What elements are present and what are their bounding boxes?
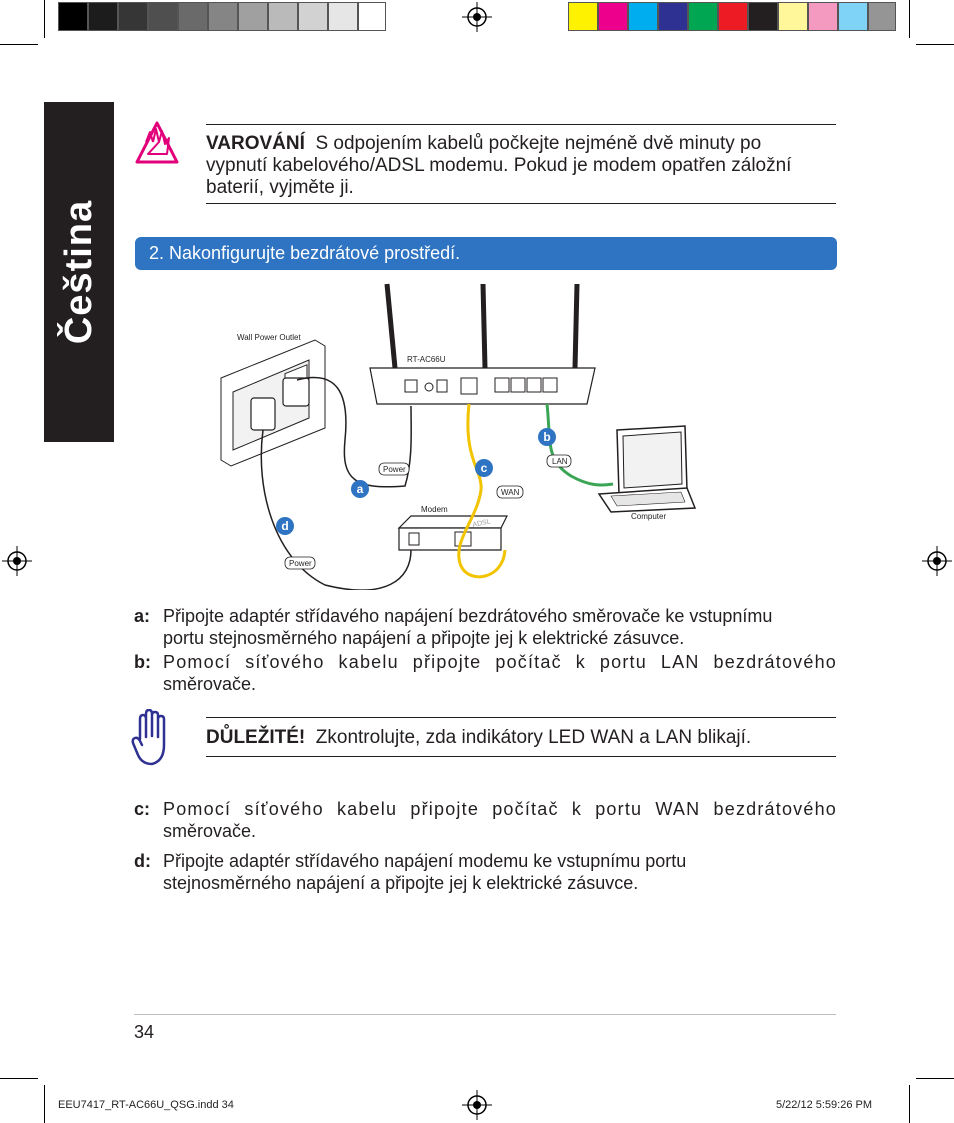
important-bottom-rule bbox=[206, 756, 836, 757]
footer-rule bbox=[134, 1014, 836, 1015]
connection-diagram: Wall Power Outlet RT-AC66U Computer Mode… bbox=[220, 283, 697, 590]
warning-icon bbox=[135, 121, 179, 164]
warning-line-2: vypnutí kabelového/ADSL modemu. Pokud je… bbox=[206, 155, 792, 176]
svg-text:b: b bbox=[543, 430, 550, 444]
item-d-text: Připojte adaptér střídavého napájení mod… bbox=[163, 851, 687, 893]
important-top-rule bbox=[206, 717, 836, 718]
registration-mark-icon bbox=[2, 546, 32, 576]
footer-file: EEU7417_RT-AC66U_QSG.indd 34 bbox=[58, 1099, 234, 1111]
item-c-text: Pomocí síťového kabelu připojte počítač … bbox=[163, 799, 837, 841]
registration-mark-icon bbox=[462, 1090, 492, 1120]
crop-mark bbox=[44, 0, 45, 38]
svg-text:c: c bbox=[481, 461, 488, 475]
marker-a: a bbox=[351, 480, 369, 498]
router-adapter bbox=[282, 377, 310, 407]
important-text: DŮLEŽITÉ! Zkontrolujte, zda indikátory L… bbox=[206, 727, 836, 749]
computer-label: Computer bbox=[631, 512, 666, 521]
wan-label: WAN bbox=[501, 488, 520, 497]
modem-power-cable bbox=[260, 429, 412, 590]
important-title: DŮLEŽITÉ! bbox=[206, 727, 306, 748]
page-number: 34 bbox=[134, 1022, 155, 1042]
router-label: RT-AC66U bbox=[407, 355, 446, 364]
registration-mark-icon bbox=[462, 2, 492, 32]
hand-icon bbox=[131, 709, 166, 766]
modem bbox=[397, 515, 508, 551]
item-c-letter: c: bbox=[134, 799, 151, 819]
modem-label: Modem bbox=[421, 505, 448, 514]
crop-mark bbox=[909, 0, 910, 38]
adsl-label: ADSL bbox=[472, 518, 491, 529]
crop-mark bbox=[916, 1078, 954, 1079]
important-body: Zkontrolujte, zda indikátory LED WAN a L… bbox=[315, 727, 752, 748]
crop-mark bbox=[916, 44, 954, 45]
svg-text:a: a bbox=[357, 482, 364, 496]
language-tab-label: Čeština bbox=[58, 199, 100, 345]
lan-cable bbox=[545, 403, 614, 487]
crop-mark bbox=[0, 44, 38, 45]
wan-cable bbox=[457, 403, 507, 579]
modem-adapter bbox=[250, 397, 276, 431]
item-b-text: Pomocí síťového kabelu připojte počítač … bbox=[163, 652, 837, 694]
marker-d: d bbox=[276, 517, 294, 535]
power-label-a: Power bbox=[383, 465, 406, 474]
crop-mark bbox=[0, 1078, 38, 1079]
step-heading: 2. Nakonfigurujte bezdrátové prostředí. bbox=[135, 237, 837, 270]
crop-mark bbox=[909, 1085, 910, 1123]
warning-line-1: S odpojením kabelů počkejte nejméně dvě … bbox=[315, 133, 762, 154]
footer-date: 5/22/12 5:59:26 PM bbox=[776, 1099, 873, 1111]
power-label-d: Power bbox=[289, 559, 312, 568]
item-d-letter: d: bbox=[134, 851, 151, 871]
item-a-text: Připojte adaptér střídavého napájení bez… bbox=[163, 606, 773, 648]
lan-label: LAN bbox=[552, 457, 568, 466]
registration-mark-icon bbox=[922, 546, 952, 576]
router-power-cable bbox=[296, 376, 412, 488]
warning-line-3: baterií, vyjměte ji. bbox=[206, 177, 354, 198]
computer bbox=[597, 425, 697, 513]
marker-b: b bbox=[538, 428, 556, 446]
svg-text:d: d bbox=[281, 519, 288, 533]
language-tab: Čeština bbox=[44, 102, 114, 442]
warning-top-rule bbox=[206, 124, 836, 125]
marker-c: c bbox=[475, 459, 493, 477]
crop-mark bbox=[44, 1085, 45, 1123]
warning-text: VAROVÁNÍ S odpojením kabelů počkejte nej… bbox=[206, 133, 836, 199]
item-b-letter: b: bbox=[134, 652, 151, 672]
warning-title: VAROVÁNÍ bbox=[206, 133, 305, 154]
item-a-letter: a: bbox=[134, 606, 151, 626]
router bbox=[369, 283, 596, 405]
wall-outlet-label: Wall Power Outlet bbox=[237, 333, 302, 342]
warning-bottom-rule bbox=[206, 203, 836, 204]
